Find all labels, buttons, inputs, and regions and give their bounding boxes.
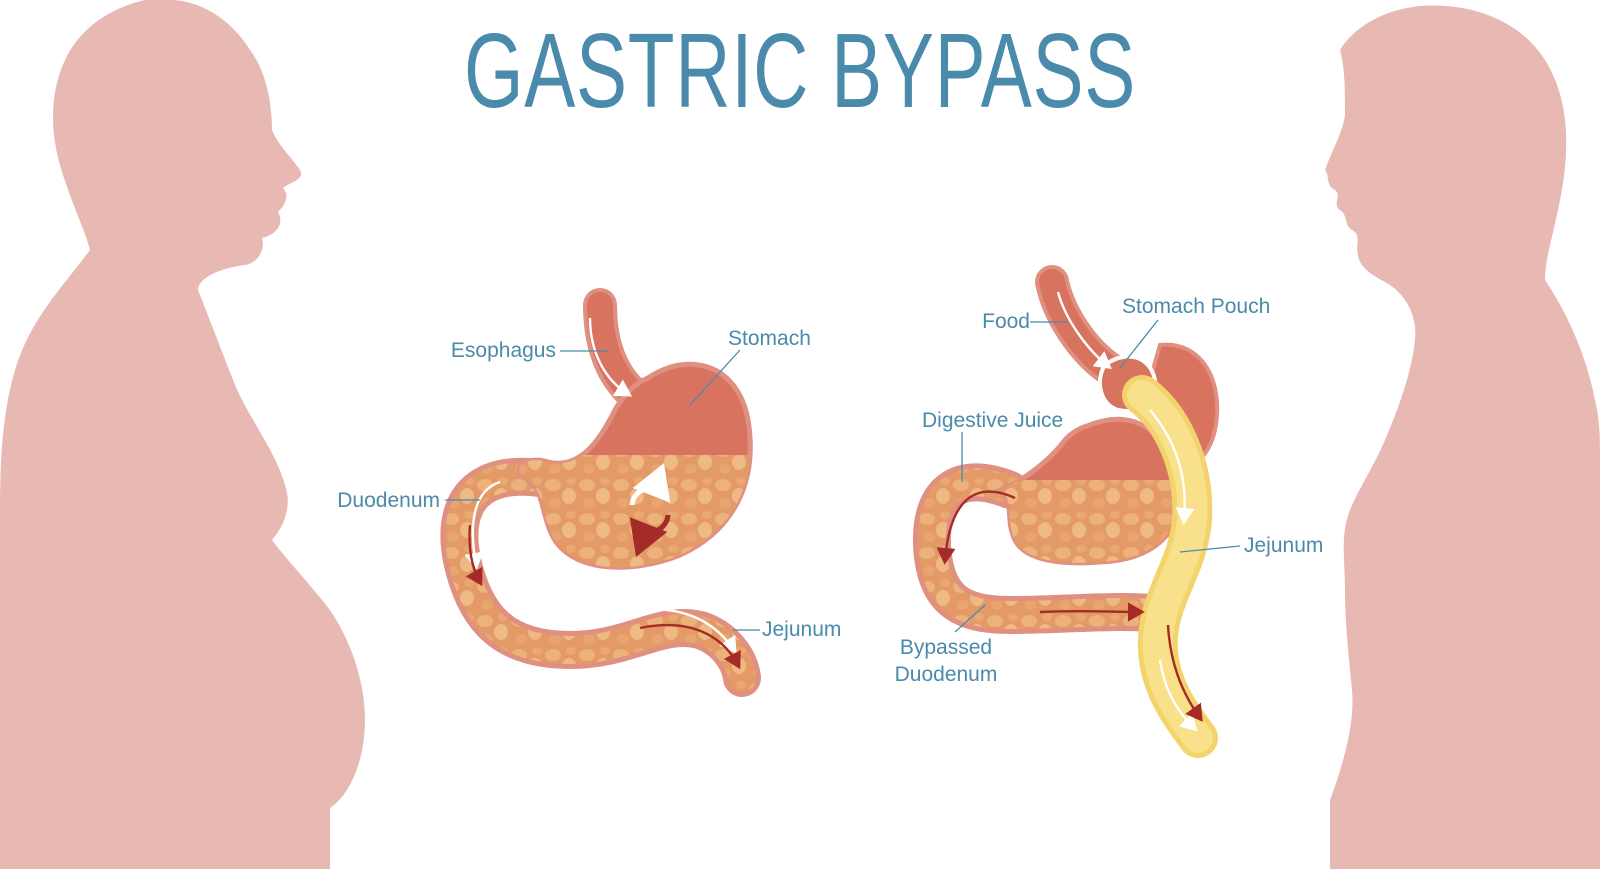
label-bypassed-line1: Bypassed — [900, 636, 992, 659]
label-jejunum-after: Jejunum — [1244, 534, 1323, 557]
label-esophagus: Esophagus — [451, 339, 556, 362]
page-title: GASTRIC BYPASS — [464, 12, 1136, 130]
label-digestive-juice: Digestive Juice — [922, 409, 1063, 432]
silhouette-after-icon — [1325, 5, 1600, 869]
label-duodenum: Duodenum — [337, 489, 440, 512]
after-diagram: Food Stomach Pouch Digestive Juice Jejun… — [895, 265, 1323, 758]
silhouette-before-icon — [0, 0, 365, 869]
churning-icon — [629, 462, 671, 558]
before-diagram: Esophagus Stomach Duodenum Jejunum — [337, 288, 841, 697]
label-stomach: Stomach — [728, 327, 811, 350]
label-jejunum-before: Jejunum — [762, 618, 841, 641]
label-food: Food — [982, 310, 1030, 333]
label-bypassed-line2: Duodenum — [895, 663, 998, 686]
label-stomach-pouch: Stomach Pouch — [1122, 295, 1270, 318]
